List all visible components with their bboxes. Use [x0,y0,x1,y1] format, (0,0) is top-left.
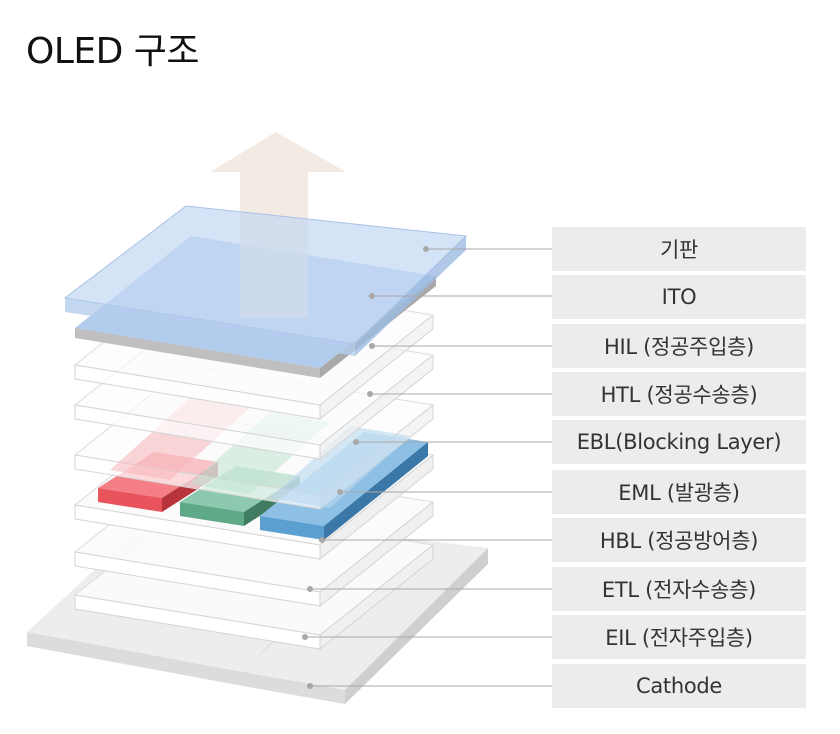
label-hbl: HBL (정공방어층) [552,518,806,562]
label-ebl: EBL(Blocking Layer) [552,420,806,464]
page-title: OLED 구조 [26,31,200,72]
leader-lines [302,246,552,689]
label-eil: EIL (전자주입층) [552,615,806,659]
label-htl: HTL (정공수송층) [552,372,806,416]
label-hil: HIL (정공주입층) [552,324,806,368]
label-etl: ETL (전자수송층) [552,567,806,611]
label-cathode: Cathode [552,664,806,708]
label-eml: EML (발광층) [552,470,806,514]
label-substrate: 기판 [552,227,806,271]
label-ito: ITO [552,275,806,319]
